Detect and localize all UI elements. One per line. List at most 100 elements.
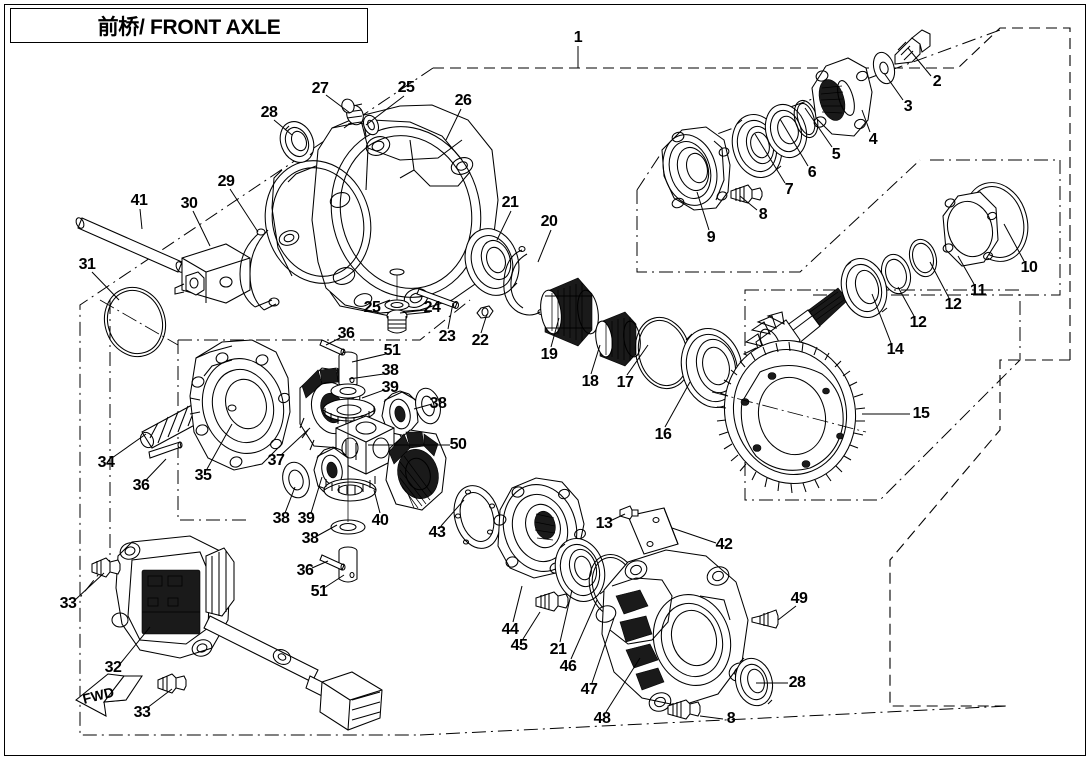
part-33-bolt-upper <box>91 557 121 578</box>
leader-19 <box>550 317 560 348</box>
part-38-washer-right <box>415 387 441 425</box>
callout-37: 37 <box>267 452 285 469</box>
callout-11: 11 <box>970 282 986 299</box>
callout-47: 47 <box>580 681 598 698</box>
part-39-pinion-top <box>322 398 376 425</box>
leader-21 <box>559 589 573 643</box>
part-25-washer-top <box>362 114 380 136</box>
callout-40: 40 <box>371 512 389 529</box>
leader-33 <box>146 688 173 709</box>
part-3-washer <box>872 51 896 85</box>
part-13-bolt <box>619 505 639 520</box>
leader-20 <box>537 229 552 263</box>
plug-seat <box>389 268 405 276</box>
leader-36 <box>145 458 167 481</box>
callout-26: 26 <box>454 92 472 109</box>
callout-6: 6 <box>807 164 817 181</box>
leader-38 <box>413 403 433 410</box>
callout-51: 51 <box>310 583 328 600</box>
callout-4: 4 <box>868 131 878 148</box>
leader-48 <box>605 657 641 713</box>
svg-text:FWD: FWD <box>81 684 116 707</box>
leader-12 <box>897 286 915 317</box>
leader-14 <box>871 293 892 344</box>
leader-38 <box>316 524 338 537</box>
part-39-pinion-right <box>381 390 419 443</box>
part-22-nut <box>476 305 494 319</box>
callout-32: 32 <box>104 659 122 676</box>
pinion-bearing <box>840 258 888 318</box>
leader-45 <box>522 611 541 640</box>
callout-22: 22 <box>471 332 489 349</box>
title-box: 前桥/ FRONT AXLE <box>10 8 368 43</box>
part-39-pinion-bottom <box>323 476 377 502</box>
callout-49: 49 <box>790 590 808 607</box>
callout-5: 5 <box>831 146 841 163</box>
callout-46: 46 <box>559 658 577 675</box>
part-19-clutch-hub <box>540 277 599 347</box>
callout-8: 8 <box>726 710 736 727</box>
leader-4 <box>861 109 871 133</box>
callout-2: 2 <box>932 73 942 90</box>
part-36-pin-bottom <box>319 554 346 571</box>
callout-44: 44 <box>501 621 519 638</box>
callout-21: 21 <box>501 194 519 211</box>
part-38-washer-bottom <box>330 519 366 535</box>
part-24-drain-plug <box>386 309 408 334</box>
part-12-shim-outer <box>908 238 938 278</box>
leader-39 <box>310 476 323 514</box>
part-33-bolt-lower <box>157 673 187 694</box>
leader-2 <box>907 47 932 77</box>
leader-39 <box>361 389 385 399</box>
callout-48: 48 <box>593 710 611 727</box>
part-2-bolt <box>894 29 931 65</box>
leader-37 <box>280 427 311 456</box>
callout-38: 38 <box>429 395 447 412</box>
part-41-shift-rod <box>75 217 185 273</box>
part-15-ring-gear <box>711 339 867 494</box>
fwd-direction-marker: FWD <box>75 673 143 717</box>
leader-3 <box>883 72 904 101</box>
group-boundary-front-hub <box>636 29 1001 273</box>
leader-27 <box>325 94 351 114</box>
leader-40 <box>373 489 381 514</box>
leader-42 <box>671 527 717 544</box>
page-title: 前桥/ FRONT AXLE <box>97 15 281 39</box>
part-31-o-ring <box>99 286 179 358</box>
callout-14: 14 <box>886 341 904 358</box>
leader-44 <box>512 585 523 623</box>
callout-34: 34 <box>97 454 115 471</box>
leader-22 <box>480 313 488 334</box>
leader-49 <box>777 605 797 621</box>
leader-9 <box>696 191 710 231</box>
leader-18 <box>590 344 601 375</box>
part-36-pin-top <box>319 339 346 356</box>
callout-27: 27 <box>311 80 329 97</box>
leader-13 <box>609 513 626 522</box>
callout-51: 51 <box>383 342 401 359</box>
part-38-washer-lowleft <box>282 461 310 499</box>
part-45-bolt <box>535 591 569 612</box>
callout-28: 28 <box>788 674 806 691</box>
callout-8: 8 <box>758 206 768 223</box>
part-28-oil-seal-bottom <box>734 657 774 707</box>
leader-51 <box>323 574 345 589</box>
leader-lines <box>74 46 1025 720</box>
leader-26 <box>445 108 462 141</box>
part-30-actuator-block <box>174 243 251 304</box>
callout-31: 31 <box>78 256 96 273</box>
callout-50: 50 <box>449 436 467 453</box>
callout-38: 38 <box>301 530 319 547</box>
leader-30 <box>192 210 211 247</box>
callout-28: 28 <box>260 104 278 121</box>
part-8-bolt-upper <box>730 184 763 204</box>
part-6-oil-seal <box>764 103 808 159</box>
leader-36 <box>325 337 341 346</box>
callout-30: 30 <box>180 195 198 212</box>
callout-17: 17 <box>616 374 634 391</box>
leader-32 <box>119 626 151 665</box>
callout-25: 25 <box>363 299 381 316</box>
leader-31 <box>91 271 120 301</box>
callout-36: 36 <box>296 562 314 579</box>
leader-38 <box>284 486 296 514</box>
